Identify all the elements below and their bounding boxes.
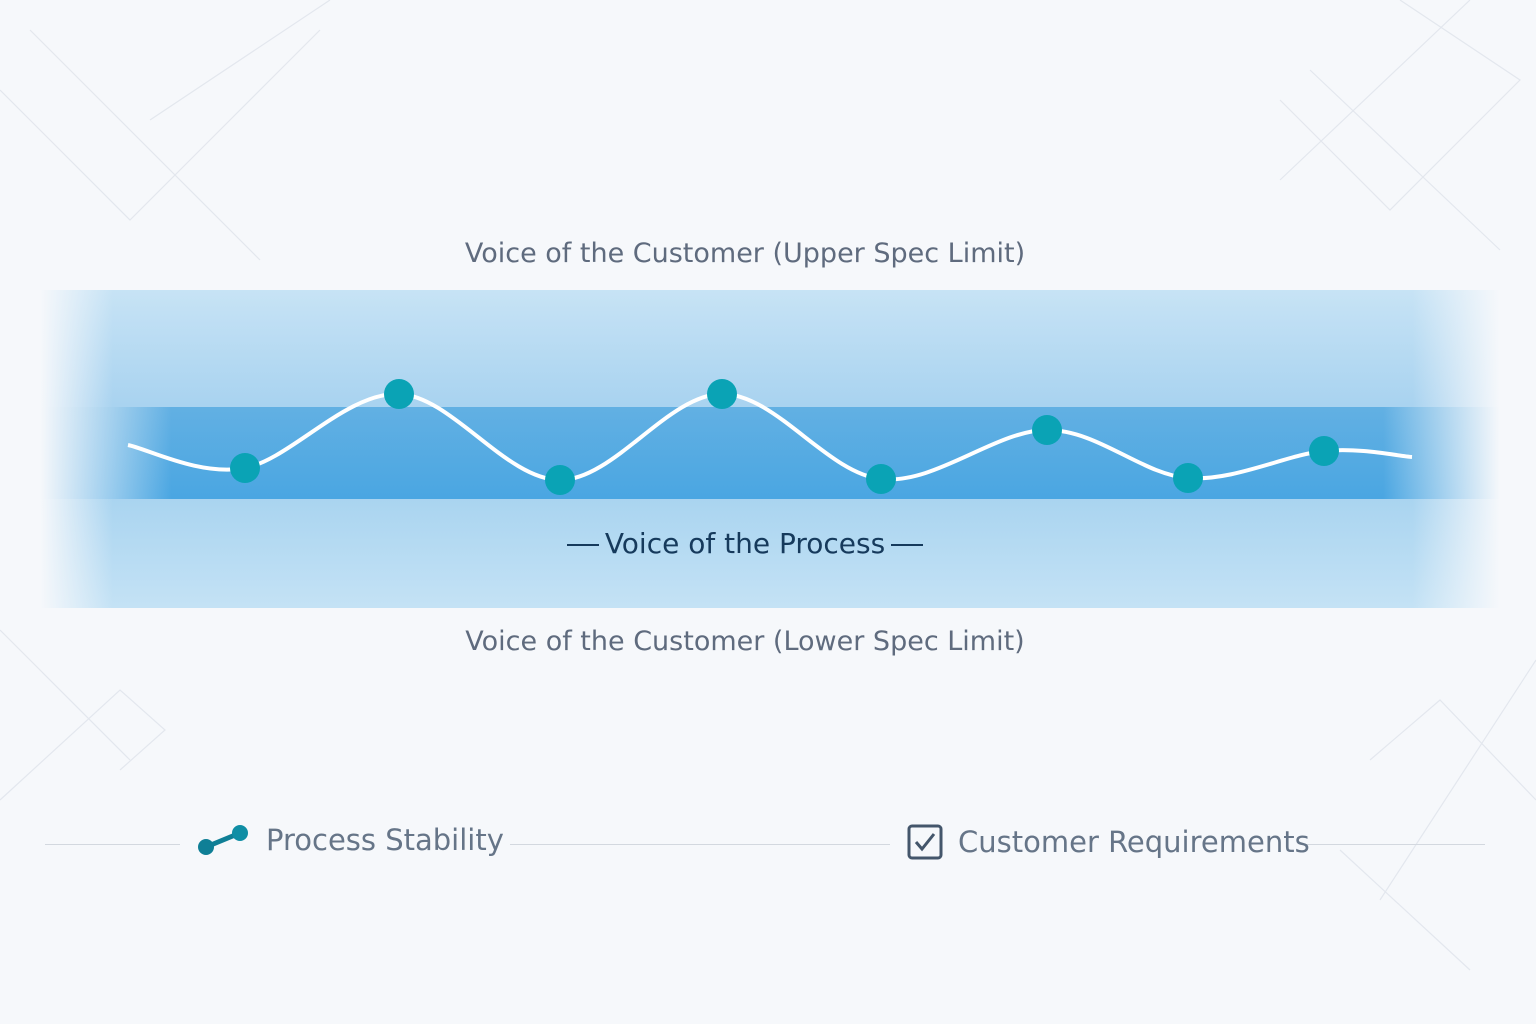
legend-divider — [45, 844, 180, 845]
legend-label: Customer Requirements — [958, 825, 1310, 859]
process-data-point — [707, 379, 737, 409]
lower-spec-limit-label: Voice of the Customer (Lower Spec Limit) — [465, 626, 1025, 657]
legend-divider — [510, 844, 890, 845]
process-data-point — [230, 453, 260, 483]
connected-nodes-icon — [198, 825, 248, 855]
process-data-point — [1173, 463, 1203, 493]
dash-right — [891, 544, 924, 546]
legend-item-customer-requirements: Customer Requirements — [906, 823, 1310, 861]
upper-spec-limit-label: Voice of the Customer (Upper Spec Limit) — [464, 238, 1026, 269]
process-data-point — [866, 464, 896, 494]
legend-label: Process Stability — [266, 823, 504, 857]
dash-left — [566, 544, 599, 546]
legend-divider — [1305, 844, 1485, 845]
process-data-point — [384, 379, 414, 409]
process-data-point — [1309, 436, 1339, 466]
voice-of-process-text: Voice of the Process — [604, 527, 886, 560]
process-data-point — [545, 465, 575, 495]
voice-of-process-label: Voice of the Process — [0, 527, 1490, 560]
legend-item-process-stability: Process Stability — [196, 823, 504, 857]
process-data-point — [1032, 415, 1062, 445]
process-curve — [127, 391, 1413, 483]
checkbox-checked-icon — [907, 824, 943, 860]
